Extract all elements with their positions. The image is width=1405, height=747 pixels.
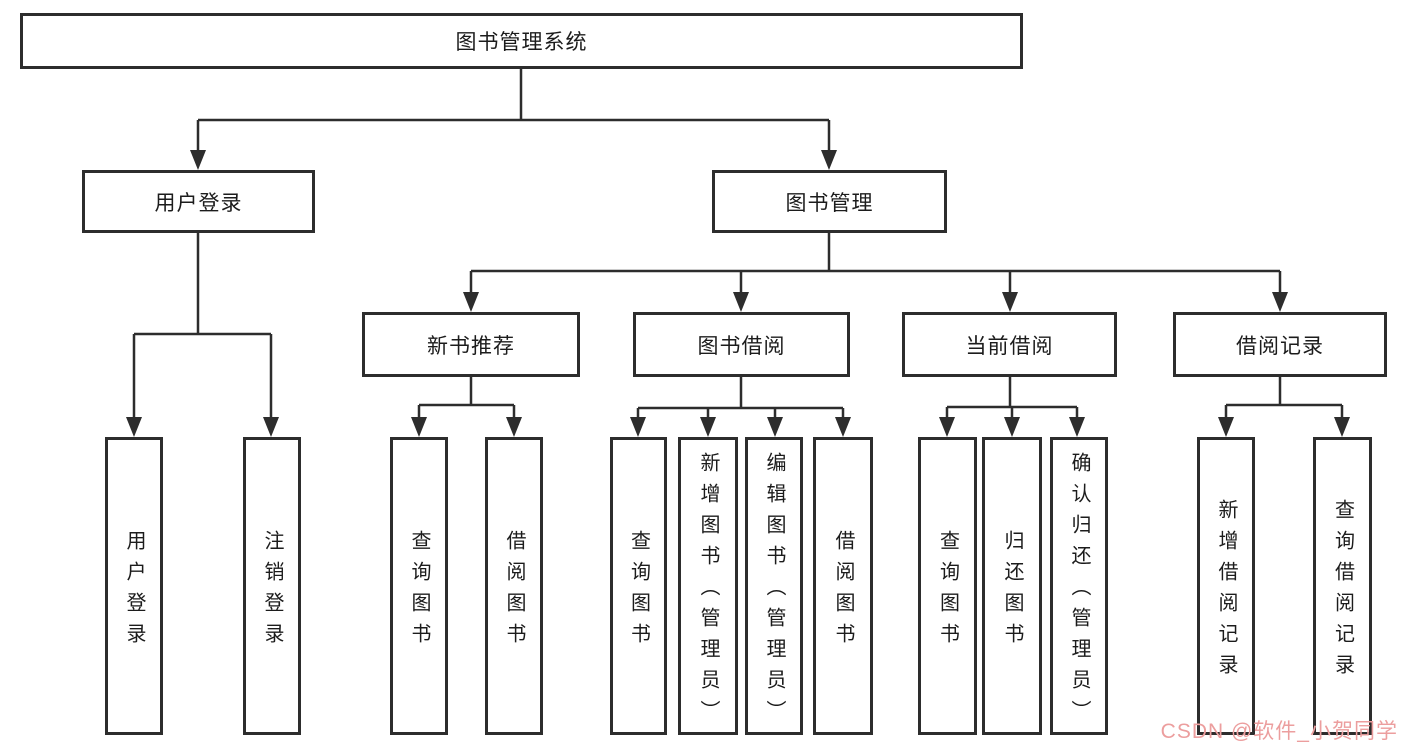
arrowhead-icon [821, 150, 837, 170]
leaf-label: 查询图书 [408, 529, 430, 654]
node-leaf-query-borrow-record: 查询借阅记录 [1313, 437, 1372, 735]
node-leaf-query-books-current: 查询图书 [918, 437, 977, 735]
watermark: CSDN @软件_小贺同学 [1160, 720, 1398, 743]
arrowhead-icon [835, 417, 851, 437]
leaf-label: 新增图书（管理员） [697, 452, 719, 731]
node-leaf-return-books: 归还图书 [982, 437, 1042, 735]
arrowhead-icon [700, 417, 716, 437]
arrowhead-icon [263, 417, 279, 437]
leaf-label: 查询借阅记录 [1331, 498, 1354, 685]
arrowhead-icon [506, 417, 522, 437]
node-library-management-system: 图书管理系统 [20, 13, 1023, 69]
arrowhead-icon [190, 150, 206, 170]
arrowhead-icon [1334, 417, 1350, 437]
leaf-label: 查询图书 [936, 529, 959, 654]
arrowhead-icon [1272, 292, 1288, 312]
arrowhead-icon [733, 292, 749, 312]
leaf-label: 确认归还（管理员） [1068, 452, 1090, 731]
leaf-label: 借阅图书 [503, 529, 525, 654]
arrowhead-icon [1004, 417, 1020, 437]
node-leaf-query-books-borrow: 查询图书 [610, 437, 667, 735]
arrowhead-icon [939, 417, 955, 437]
arrowhead-icon [767, 417, 783, 437]
node-leaf-edit-books-admin: 编辑图书（管理员） [745, 437, 803, 735]
node-leaf-borrow-books: 借阅图书 [813, 437, 873, 735]
node-borrowing-records: 借阅记录 [1173, 312, 1387, 377]
node-book-management: 图书管理 [712, 170, 947, 233]
arrowhead-icon [126, 417, 142, 437]
arrowhead-icon [1218, 417, 1234, 437]
node-leaf-borrow-books-rec: 借阅图书 [485, 437, 543, 735]
leaf-label: 归还图书 [1001, 529, 1023, 654]
leaf-label: 借阅图书 [832, 529, 854, 654]
arrowhead-icon [630, 417, 646, 437]
node-leaf-add-borrow-record: 新增借阅记录 [1197, 437, 1255, 735]
leaf-label: 查询图书 [627, 529, 650, 654]
leaf-label: 注销登录 [261, 529, 283, 654]
node-leaf-confirm-return-admin: 确认归还（管理员） [1050, 437, 1108, 735]
node-current-borrowing: 当前借阅 [902, 312, 1117, 377]
leaf-label: 用户登录 [123, 529, 145, 654]
node-book-borrowing: 图书借阅 [633, 312, 850, 377]
node-new-book-recommendation: 新书推荐 [362, 312, 580, 377]
arrowhead-icon [1002, 292, 1018, 312]
node-user-login: 用户登录 [82, 170, 315, 233]
leaf-label: 编辑图书（管理员） [763, 452, 785, 731]
arrowhead-icon [411, 417, 427, 437]
leaf-label: 新增借阅记录 [1215, 498, 1237, 685]
node-leaf-user-login: 用户登录 [105, 437, 163, 735]
node-leaf-query-books-rec: 查询图书 [390, 437, 448, 735]
node-leaf-logout: 注销登录 [243, 437, 301, 735]
arrowhead-icon [463, 292, 479, 312]
arrowhead-icon [1069, 417, 1085, 437]
node-leaf-add-books-admin: 新增图书（管理员） [678, 437, 738, 735]
